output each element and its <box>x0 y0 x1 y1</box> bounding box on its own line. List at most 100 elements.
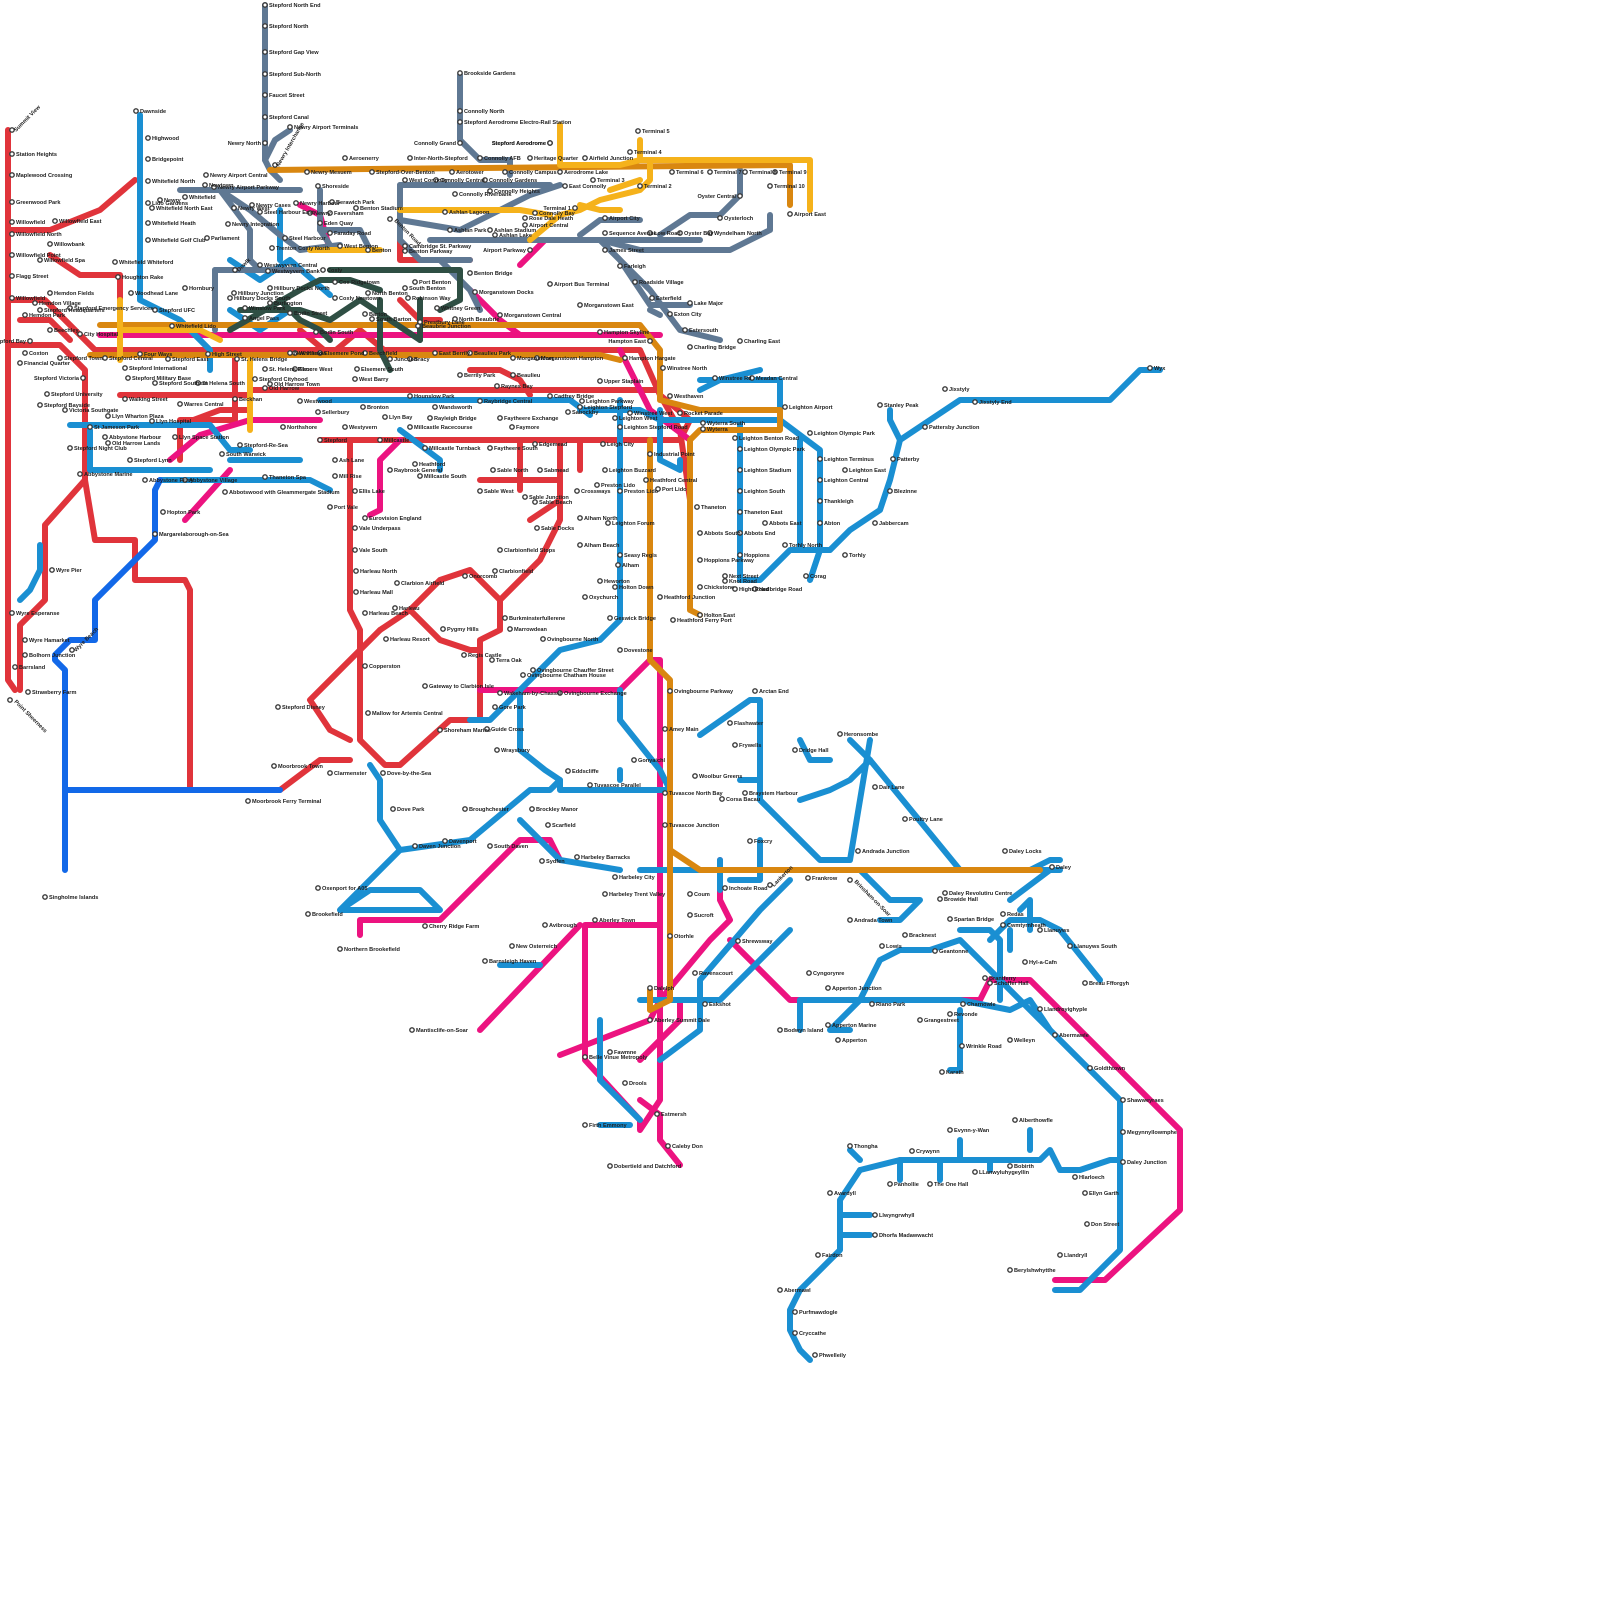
station-marker[interactable] <box>483 959 487 963</box>
station-marker[interactable] <box>253 377 257 381</box>
station-marker[interactable] <box>628 411 632 415</box>
station-marker[interactable] <box>661 366 665 370</box>
station-marker[interactable] <box>598 579 602 583</box>
station-marker[interactable] <box>648 339 652 343</box>
station-marker[interactable] <box>153 532 157 536</box>
station-marker[interactable] <box>698 613 702 617</box>
station-marker[interactable] <box>243 306 247 310</box>
station-marker[interactable] <box>603 216 607 220</box>
station-marker[interactable] <box>343 425 347 429</box>
station-marker[interactable] <box>498 548 502 552</box>
station-marker[interactable] <box>393 606 397 610</box>
station-marker[interactable] <box>1053 1033 1057 1037</box>
station-marker[interactable] <box>228 296 232 300</box>
station-marker[interactable] <box>1058 1253 1062 1257</box>
station-marker[interactable] <box>338 244 342 248</box>
station-marker[interactable] <box>648 452 652 456</box>
station-marker[interactable] <box>495 748 499 752</box>
station-marker[interactable] <box>618 264 622 268</box>
station-marker[interactable] <box>1038 1007 1042 1011</box>
station-marker[interactable] <box>1085 1222 1089 1226</box>
station-marker[interactable] <box>448 228 452 232</box>
station-marker[interactable] <box>1013 1118 1017 1122</box>
station-marker[interactable] <box>18 361 22 365</box>
station-marker[interactable] <box>403 244 407 248</box>
station-marker[interactable] <box>410 1028 414 1032</box>
station-marker[interactable] <box>703 1002 707 1006</box>
station-marker[interactable] <box>381 771 385 775</box>
station-marker[interactable] <box>683 328 687 332</box>
station-marker[interactable] <box>650 296 654 300</box>
station-marker[interactable] <box>793 748 797 752</box>
station-marker[interactable] <box>435 306 439 310</box>
station-marker[interactable] <box>328 505 332 509</box>
station-marker[interactable] <box>688 345 692 349</box>
station-marker[interactable] <box>588 783 592 787</box>
station-marker[interactable] <box>670 170 674 174</box>
station-marker[interactable] <box>1001 923 1005 927</box>
station-marker[interactable] <box>511 373 515 377</box>
station-marker[interactable] <box>495 384 499 388</box>
station-marker[interactable] <box>276 705 280 709</box>
station-marker[interactable] <box>23 653 27 657</box>
station-marker[interactable] <box>701 427 705 431</box>
station-marker[interactable] <box>318 221 322 225</box>
station-marker[interactable] <box>543 923 547 927</box>
station-marker[interactable] <box>314 330 318 334</box>
station-marker[interactable] <box>450 170 454 174</box>
station-marker[interactable] <box>720 797 724 801</box>
station-marker[interactable] <box>535 526 539 530</box>
station-marker[interactable] <box>678 411 682 415</box>
station-marker[interactable] <box>573 206 577 210</box>
station-marker[interactable] <box>403 249 407 253</box>
station-marker[interactable] <box>183 286 187 290</box>
station-marker[interactable] <box>738 194 742 198</box>
station-marker[interactable] <box>668 394 672 398</box>
station-marker[interactable] <box>618 553 622 557</box>
station-marker[interactable] <box>663 727 667 731</box>
station-marker[interactable] <box>616 563 620 567</box>
station-marker[interactable] <box>578 543 582 547</box>
station-marker[interactable] <box>8 698 12 702</box>
station-marker[interactable] <box>558 170 562 174</box>
station-marker[interactable] <box>531 668 535 672</box>
station-marker[interactable] <box>1003 849 1007 853</box>
station-marker[interactable] <box>146 201 150 205</box>
station-marker[interactable] <box>648 986 652 990</box>
station-marker[interactable] <box>666 1144 670 1148</box>
station-marker[interactable] <box>848 1144 852 1148</box>
station-marker[interactable] <box>818 499 822 503</box>
station-marker[interactable] <box>807 971 811 975</box>
station-marker[interactable] <box>318 438 322 442</box>
station-marker[interactable] <box>205 236 209 240</box>
station-marker[interactable] <box>1073 1175 1077 1179</box>
station-marker[interactable] <box>613 416 617 420</box>
station-marker[interactable] <box>413 280 417 284</box>
station-marker[interactable] <box>38 308 42 312</box>
station-marker[interactable] <box>903 817 907 821</box>
station-marker[interactable] <box>272 764 276 768</box>
station-marker[interactable] <box>593 918 597 922</box>
station-marker[interactable] <box>530 807 534 811</box>
station-marker[interactable] <box>58 356 62 360</box>
station-marker[interactable] <box>391 807 395 811</box>
station-marker[interactable] <box>441 627 445 631</box>
station-marker[interactable] <box>463 574 467 578</box>
station-marker[interactable] <box>836 1038 840 1042</box>
station-marker[interactable] <box>13 665 17 669</box>
station-marker[interactable] <box>106 441 110 445</box>
station-marker[interactable] <box>533 211 537 215</box>
station-marker[interactable] <box>306 912 310 916</box>
station-marker[interactable] <box>26 690 30 694</box>
station-marker[interactable] <box>129 291 133 295</box>
station-marker[interactable] <box>603 248 607 252</box>
station-marker[interactable] <box>510 425 514 429</box>
station-marker[interactable] <box>578 405 582 409</box>
station-marker[interactable] <box>10 200 14 204</box>
station-marker[interactable] <box>321 268 325 272</box>
station-marker[interactable] <box>50 568 54 572</box>
station-marker[interactable] <box>888 1182 892 1186</box>
station-marker[interactable] <box>134 109 138 113</box>
station-marker[interactable] <box>1001 912 1005 916</box>
station-marker[interactable] <box>633 280 637 284</box>
